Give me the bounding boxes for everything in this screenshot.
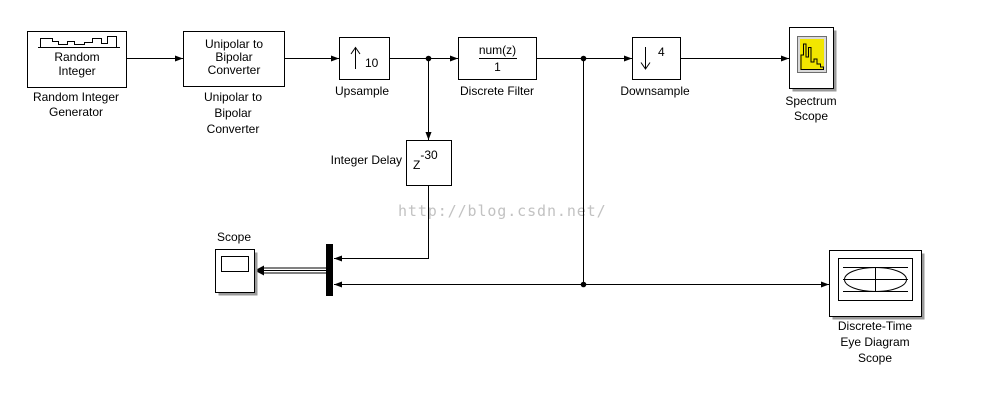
upsample-block[interactable]: 10 Upsample — [335, 37, 390, 99]
block-name-label: Eye Diagram — [840, 335, 909, 349]
block-body[interactable] — [632, 37, 681, 80]
unipolar-to-bipolar-converter-block[interactable]: Unipolar to Bipolar Converter Unipolar t… — [183, 31, 285, 137]
random-integer-generator-block[interactable]: Random Integer Random Integer Generator — [27, 31, 127, 120]
block-icon-text: Unipolar to — [205, 37, 263, 51]
block-body[interactable] — [406, 140, 452, 186]
downsample-block[interactable]: 4 Downsample — [620, 37, 690, 99]
block-body[interactable] — [339, 37, 390, 80]
block-name-label: Unipolar to — [204, 90, 262, 104]
scope-screen-icon — [221, 256, 249, 272]
delay-base: Z — [413, 158, 420, 172]
filter-numerator: num(z) — [479, 43, 516, 57]
spectrum-trace — [800, 43, 824, 70]
block-name-label: Spectrum — [785, 94, 836, 108]
block-name-label: Upsample — [335, 84, 389, 98]
bus-arrowhead — [254, 265, 264, 276]
block-name-label: Scope — [217, 230, 251, 244]
block-name-label: Random Integer — [33, 90, 119, 104]
block-name-label: Downsample — [620, 84, 690, 98]
downsample-factor: 4 — [658, 45, 665, 59]
branch-point[interactable] — [580, 55, 587, 62]
block-name-label: Integer Delay — [331, 153, 402, 167]
delay-exponent: -30 — [420, 148, 438, 162]
block-icon-text: Integer — [58, 64, 95, 78]
spectrum-icon — [797, 36, 827, 73]
branch-point[interactable] — [580, 281, 587, 288]
filter-denominator: 1 — [494, 60, 501, 74]
signal-lines — [126, 55, 829, 288]
block-icon-text: Converter — [208, 63, 261, 77]
integer-delay-block[interactable]: Z-30 Integer Delay — [331, 140, 452, 186]
watermark: http://blog.csdn.net/ — [398, 202, 607, 220]
block-name-label: Scope — [794, 109, 828, 123]
block-name-label: Discrete Filter — [460, 84, 534, 98]
branch-point[interactable] — [425, 55, 432, 62]
mux-bar-icon[interactable] — [326, 244, 333, 296]
up-arrow-icon — [350, 46, 361, 69]
spectrum-scope-block[interactable]: Spectrum Scope — [785, 27, 837, 124]
down-arrow-icon — [640, 47, 651, 70]
eye-diagram-scope-block[interactable]: Discrete-Time Eye Diagram Scope — [829, 250, 925, 366]
delay-expression: Z-30 — [413, 148, 438, 172]
waveform-trace — [40, 36, 117, 47]
block-body[interactable] — [27, 31, 127, 88]
block-name-label: Generator — [49, 105, 103, 119]
discrete-filter-block[interactable]: num(z) 1 Discrete Filter — [458, 37, 537, 99]
eye-diagram-icon — [838, 258, 913, 301]
block-name-label: Scope — [858, 351, 892, 365]
bus-mux-to-scope[interactable] — [254, 265, 327, 276]
random-integer-waveform-icon — [38, 36, 120, 48]
block-name-label: Discrete-Time — [838, 319, 913, 333]
block-icon-text: Bipolar — [215, 50, 252, 64]
scope-block[interactable]: Scope — [215, 230, 258, 296]
block-name-label: Bipolar — [214, 106, 251, 120]
up-arrow-head — [350, 46, 361, 55]
block-icon-text: Random — [54, 50, 99, 64]
block-body[interactable] — [183, 31, 285, 87]
down-arrow-head — [640, 62, 651, 70]
block-name-label: Converter — [207, 122, 260, 136]
signal-integer-delay-to-mux[interactable] — [334, 185, 429, 262]
mux-block[interactable] — [326, 244, 333, 296]
upsample-factor: 10 — [365, 56, 379, 70]
